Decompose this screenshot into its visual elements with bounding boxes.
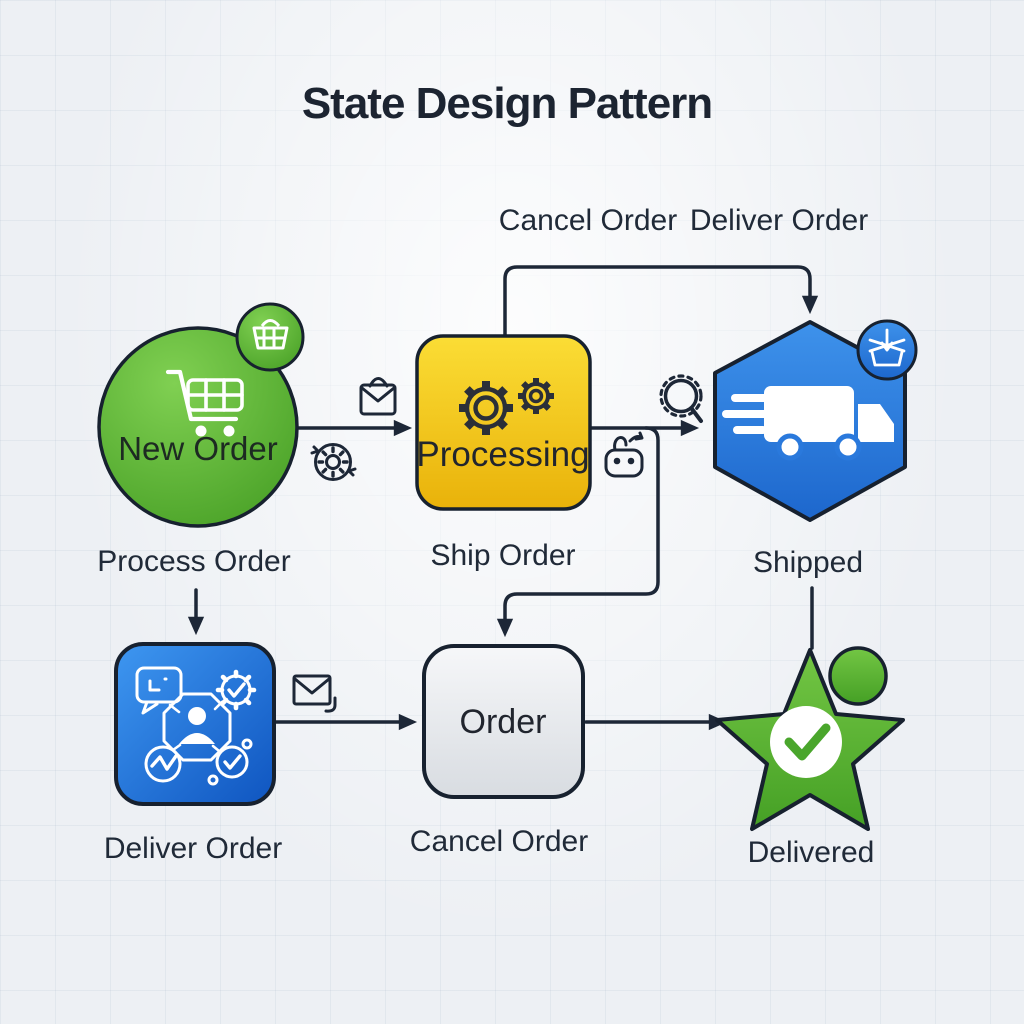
connector-processing-order-cancel: [496, 426, 660, 638]
bag-curved-arrow-icon: [604, 431, 644, 478]
state-processing: Processing: [415, 334, 592, 511]
envelope-send-icon: [292, 674, 337, 713]
basket-badge: [235, 302, 305, 372]
caption-ship-order: Ship Order: [430, 539, 575, 572]
gears-icon: [459, 378, 554, 435]
circle-badge: [828, 646, 888, 706]
caption-shipped: Shipped: [753, 546, 863, 579]
delivery-truck-icon: [722, 386, 894, 461]
state-new-order: New Order: [97, 302, 305, 528]
transition-label-deliver-order-top: Deliver Order: [690, 204, 868, 237]
state-order: Order: [422, 644, 585, 799]
caption-deliver-order: Deliver Order: [104, 832, 282, 865]
state-shipped: [713, 319, 918, 522]
connectors: [187, 265, 819, 731]
shopping-cart-icon: [165, 369, 244, 437]
transition-label-cancel-order-top: Cancel Order: [499, 204, 677, 237]
state-processing-label: Processing: [416, 435, 589, 474]
state-deliver-order: [114, 642, 276, 806]
caption-process-order: Process Order: [97, 545, 290, 578]
caption-delivered: Delivered: [748, 836, 875, 869]
open-package-icon: [868, 328, 906, 367]
gear-magnifier-icon: [659, 374, 703, 423]
connector-processing-shipped-top-loop: [503, 265, 819, 337]
shopping-bag-envelope-icon: [359, 377, 397, 416]
shopping-basket-icon: [252, 319, 289, 350]
state-order-label: Order: [460, 703, 547, 741]
package-badge: [856, 319, 918, 381]
state-new-order-label: New Order: [118, 430, 278, 467]
check-circle-icon: [770, 706, 842, 778]
state-delivered: [715, 646, 905, 831]
fulfillment-workflow-icon: [135, 666, 257, 786]
gear-sync-icon: [310, 443, 357, 481]
page-title: State Design Pattern: [302, 79, 712, 128]
caption-cancel-order: Cancel Order: [410, 825, 588, 858]
